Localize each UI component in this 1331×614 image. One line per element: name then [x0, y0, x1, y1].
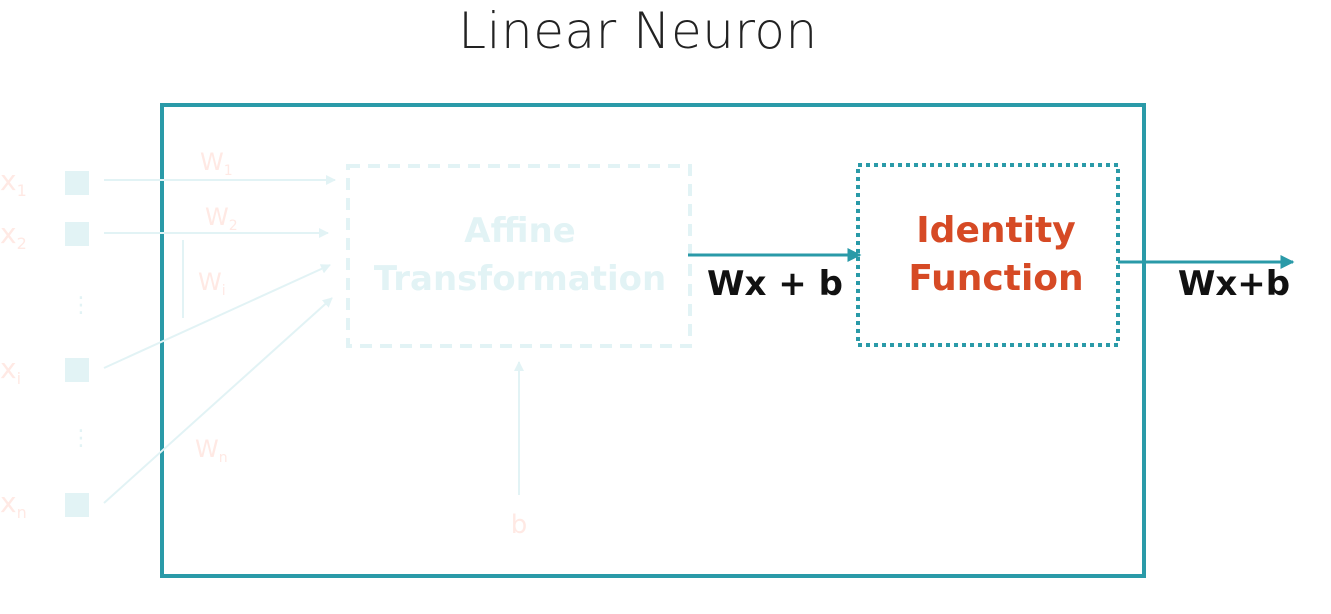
input-node-1	[65, 171, 89, 195]
input-ellipsis-upper: ⋮	[70, 293, 92, 318]
input-label-xn: xn	[0, 486, 27, 522]
weight-label-w2: W2	[205, 203, 238, 234]
weight-arrow-i	[103, 264, 331, 369]
weight-label-wn: Wn	[195, 435, 228, 466]
input-node-n	[65, 493, 89, 517]
mid-output-label: Wx + b	[707, 264, 843, 304]
final-output-label: Wx+b	[1178, 264, 1290, 304]
affine-transformation-box	[346, 164, 692, 348]
weight-label-wi: Wi	[198, 268, 226, 299]
weight-arrow-n	[103, 297, 333, 504]
input-node-i	[65, 358, 89, 382]
identity-function-box	[856, 163, 1120, 347]
input-label-xi: xi	[0, 352, 21, 388]
input-ellipsis-lower: ⋮	[70, 426, 92, 451]
affine-label-line2: Transformation	[374, 259, 666, 299]
bias-label: b	[511, 510, 528, 540]
faded-input-group: x1 x2 xi xn ⋮ ⋮ W1 W2 Wi	[0, 148, 336, 522]
weight-label-w1: W1	[200, 148, 233, 179]
input-label-x1: x1	[0, 164, 27, 200]
diagram-title: Linear Neuron	[458, 2, 818, 60]
input-label-x2: x2	[0, 217, 27, 253]
identity-label-line1: Identity	[916, 210, 1075, 251]
affine-transformation-group: Affine Transformation b	[346, 164, 692, 540]
identity-label-line2: Function	[908, 258, 1083, 299]
input-node-2	[65, 222, 89, 246]
affine-label-line1: Affine	[464, 211, 576, 251]
